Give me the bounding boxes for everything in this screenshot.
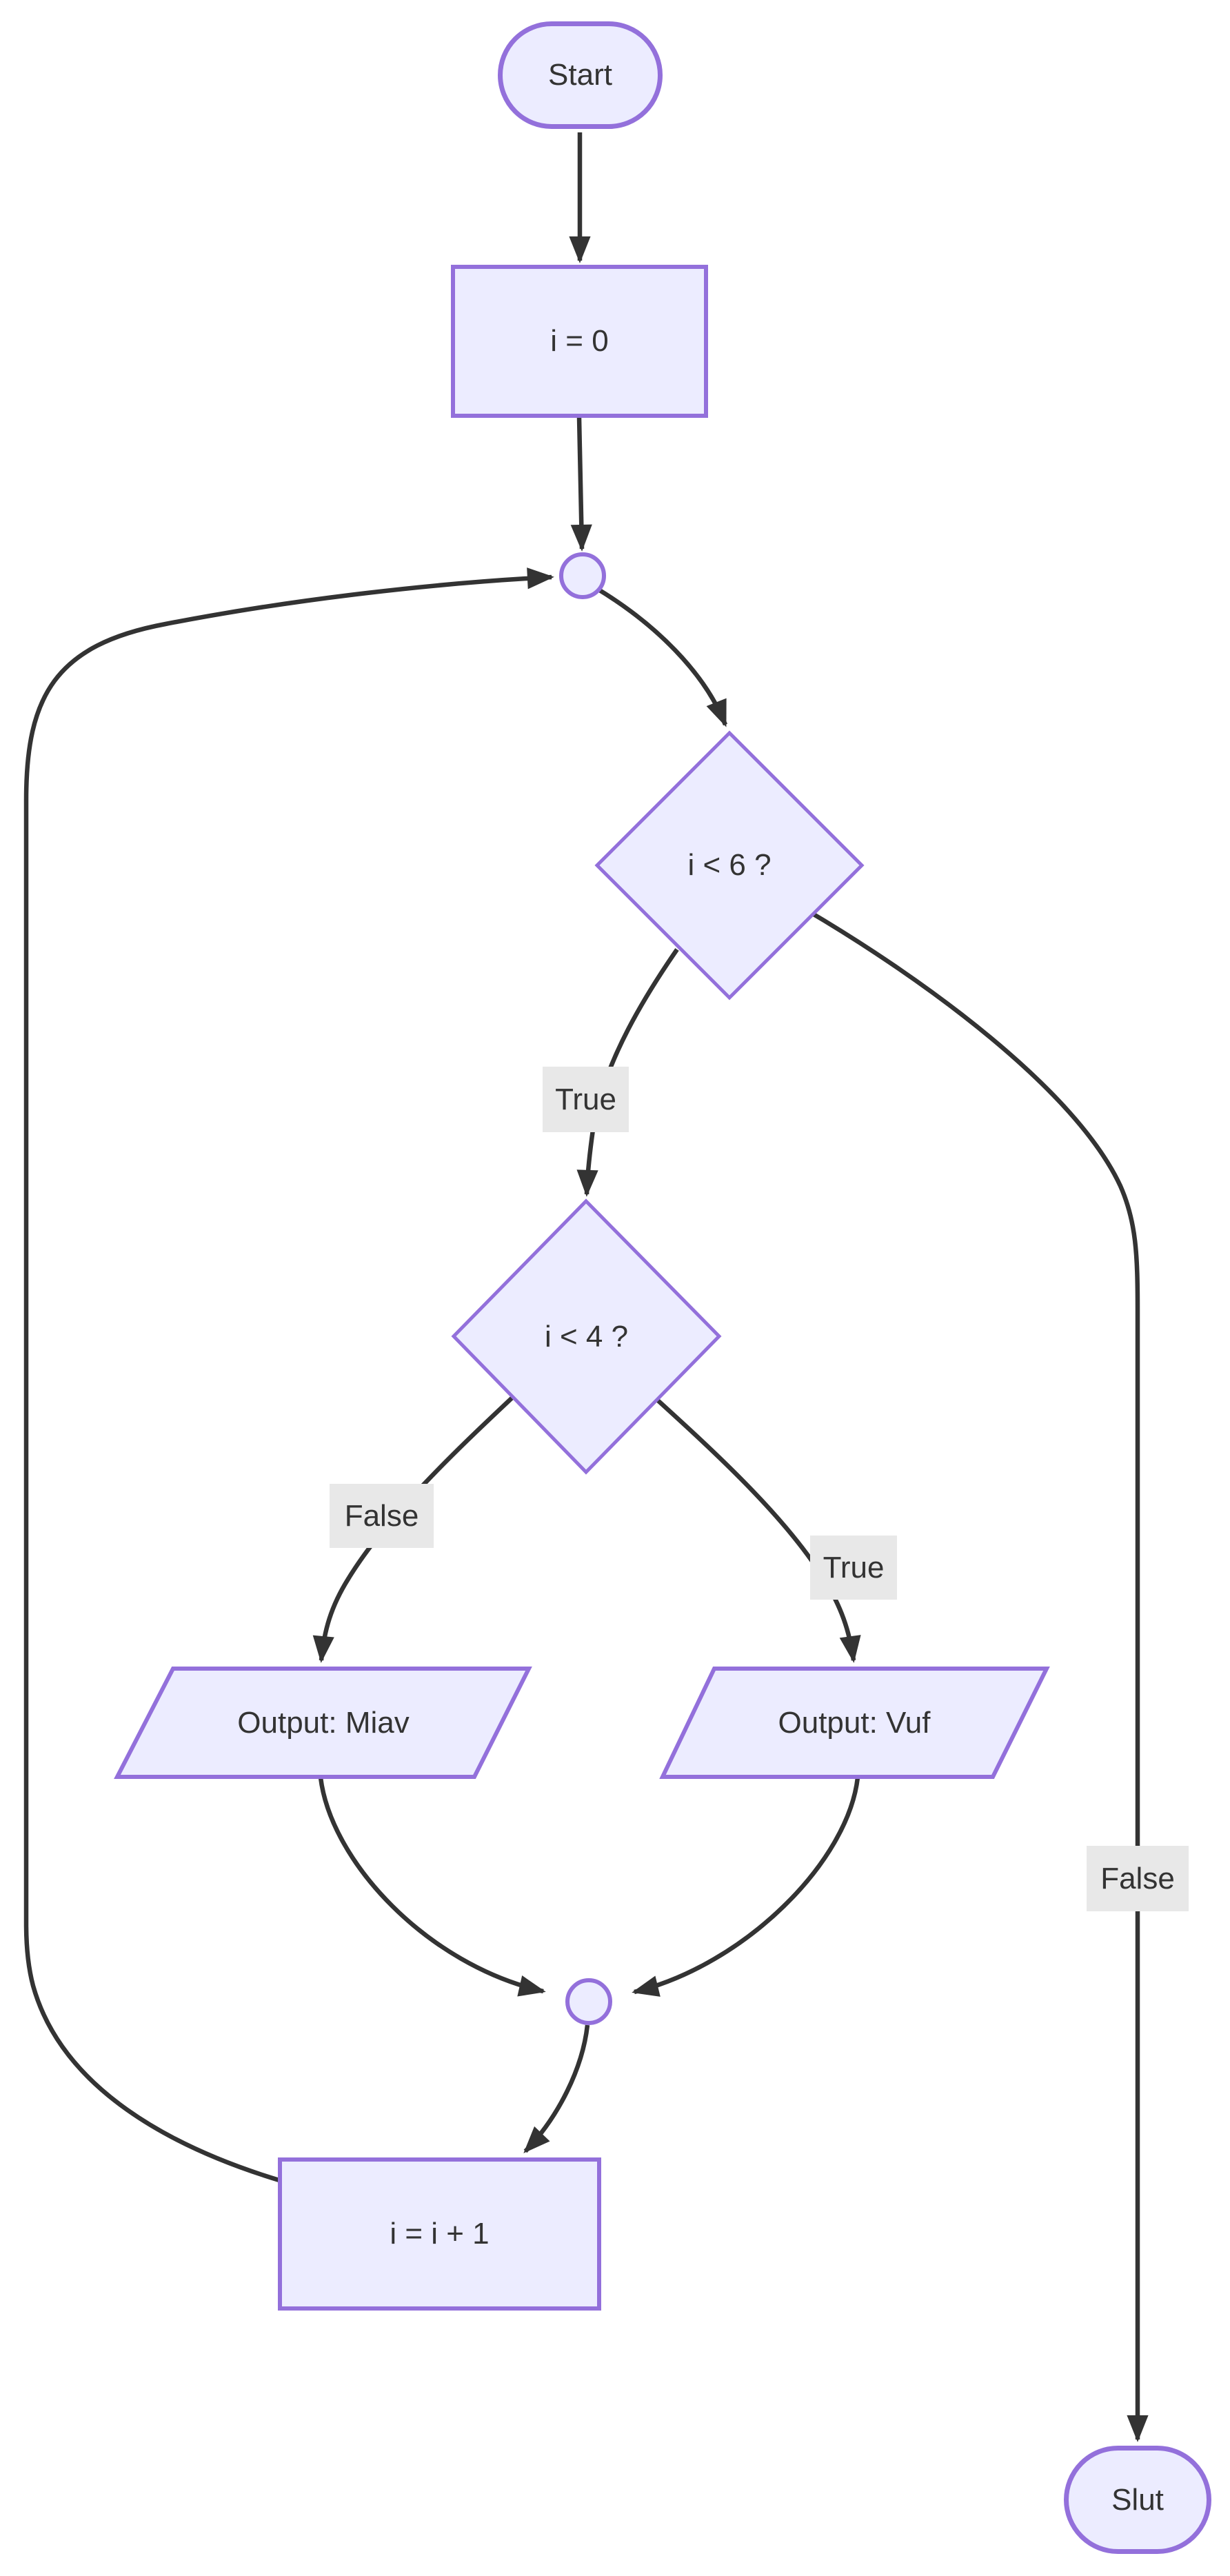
edge-init-to-loop-point xyxy=(570,416,592,552)
end-node-label: Slut xyxy=(1111,2482,1164,2517)
merge-junction-node xyxy=(565,1978,612,2025)
increment-node xyxy=(278,2157,601,2311)
edge-label-outer-true: True xyxy=(543,1067,629,1132)
edge-increment-to-loop-point xyxy=(23,567,554,2183)
edge-miav-to-merge xyxy=(318,1777,546,1997)
edge-label-inner-true: True xyxy=(810,1536,897,1600)
loop-junction-node xyxy=(559,552,606,599)
edge-cond-inner-false xyxy=(312,1396,514,1663)
start-node: Start xyxy=(498,21,663,129)
output-miav-node xyxy=(114,1667,532,1779)
cond-inner-node xyxy=(451,1198,722,1475)
edge-merge-to-increment xyxy=(523,2024,590,2153)
edge-vuf-to-merge xyxy=(632,1777,860,1997)
end-node: Slut xyxy=(1064,2446,1211,2554)
edge-cond-outer-false xyxy=(805,908,1149,2442)
init-node xyxy=(451,265,708,418)
edge-label-outer-false: False xyxy=(1087,1846,1189,1911)
edge-loop-point-to-cond-outer xyxy=(597,587,728,727)
output-vuf-node xyxy=(659,1667,1050,1779)
start-node-label: Start xyxy=(548,58,612,92)
edge-label-inner-false: False xyxy=(330,1484,434,1548)
edge-cond-inner-true xyxy=(655,1398,861,1663)
cond-outer-node xyxy=(594,730,865,1000)
